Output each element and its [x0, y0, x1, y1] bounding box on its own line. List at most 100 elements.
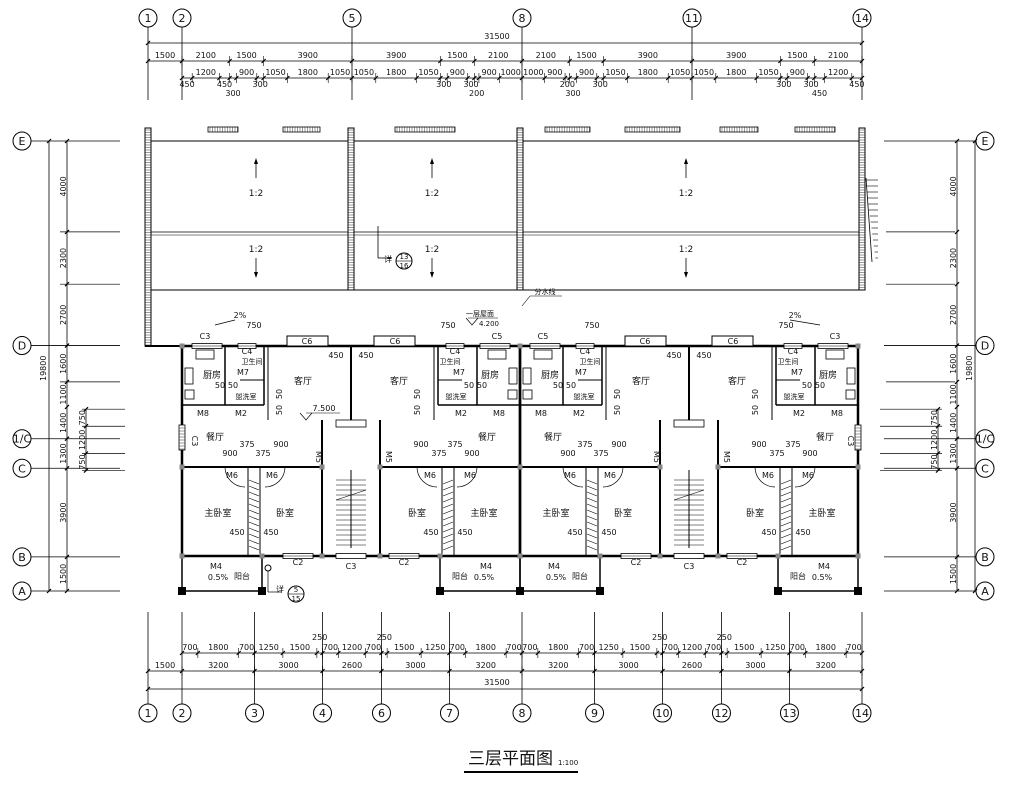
wardrobe-hanger [586, 485, 598, 491]
room-label-bathroom: 卫生间 [440, 357, 461, 366]
room-label-bathroom: 卫生间 [580, 357, 601, 366]
arrow-down-icon [684, 272, 688, 278]
door-label-M7: M7 [453, 368, 465, 377]
dimension-text: 3200 [816, 661, 836, 670]
dimension-50: 50 [464, 381, 474, 390]
roof-vent [394, 126, 456, 133]
wardrobe-hanger [248, 515, 260, 521]
bottom-total-dimension: 31500 [484, 678, 509, 687]
dimension-text: 700 [846, 643, 861, 652]
dimension-text: 1250 [259, 643, 279, 652]
axis-label-top: 2 [179, 12, 186, 25]
door-label-M5: M5 [314, 451, 323, 463]
room-label-bathroom: 卫生间 [778, 357, 799, 366]
axis-label-top-bubble [138, 8, 158, 28]
dimension-text: 450 [849, 80, 864, 89]
structural-column [319, 553, 325, 559]
dimension-text: 2300 [949, 248, 958, 268]
wardrobe-hanger [586, 545, 598, 551]
dimension-50: 50 [802, 381, 812, 390]
dimension-text: 300 [436, 80, 451, 89]
dimension-text: 300 [225, 89, 240, 98]
detail-number: 5 [294, 586, 298, 594]
dimension-tick [954, 229, 960, 235]
axis-label-bottom-bubble [138, 703, 158, 723]
structural-column [855, 464, 861, 470]
dimension-text: 1200 [828, 68, 848, 77]
dimension-900: 900 [464, 449, 479, 458]
axis-label-left-bubble [12, 429, 32, 449]
dimension-50: 50 [553, 381, 563, 390]
window-label-C3: C3 [190, 436, 199, 447]
room-label-washroom: 盥洗室 [784, 392, 805, 401]
wardrobe-hanger [248, 539, 260, 545]
window-label-top: C5 [538, 332, 549, 341]
roof-vent [624, 126, 681, 133]
dimension-text: 200 [560, 80, 575, 89]
dimension-text: 3900 [638, 51, 658, 60]
dimension-450: 450 [795, 528, 810, 537]
roof-slope-label: 1:2 [249, 189, 263, 199]
dimension-text: 1500 [290, 643, 310, 652]
stair-break-line [673, 489, 705, 501]
door-label-M4: M4 [818, 562, 830, 571]
axis-label-bottom: 7 [446, 707, 453, 720]
axis-label-left-bubble [12, 336, 32, 356]
dimension-text: 1250 [425, 643, 445, 652]
axis-label-right: E [982, 135, 989, 148]
axis-label-top: 8 [519, 12, 526, 25]
door-label-M2: M2 [455, 409, 467, 418]
window-label-C4: C4 [450, 347, 461, 356]
roof-slope-label: 1:2 [249, 245, 263, 255]
arrow-up-icon [684, 158, 688, 164]
wardrobe-hanger [586, 491, 598, 497]
dimension-text: 3000 [278, 661, 298, 670]
wardrobe-hanger [248, 545, 260, 551]
dimension-50: 50 [275, 405, 284, 415]
wardrobe-hanger [442, 533, 454, 539]
window-label-C6: C6 [302, 337, 313, 346]
dimension-50: 50 [413, 405, 422, 415]
door-label-M4: M4 [210, 562, 222, 571]
dimension-text: 2600 [682, 661, 702, 670]
door-swing-M6 [456, 466, 478, 488]
room-label-master-bedroom: 主卧室 [542, 507, 569, 519]
window-label-C4: C4 [242, 347, 253, 356]
dimension-text: 1100 [949, 384, 958, 404]
room-label-washroom: 盥洗室 [574, 392, 595, 401]
dimension-900: 900 [413, 440, 428, 449]
wardrobe-hanger [442, 503, 454, 509]
dimension-text: 1300 [949, 443, 958, 463]
door-label-M8: M8 [831, 409, 843, 418]
wardrobe-hanger [780, 503, 792, 509]
axis-label-right-bubble [975, 131, 995, 151]
balcony-slope-label: 0.5% [474, 573, 495, 582]
wardrobe-hanger [586, 539, 598, 545]
axis-label-bottom-bubble [439, 703, 459, 723]
balcony-slope-label: 0.5% [812, 573, 833, 582]
door-swing-M6 [602, 466, 624, 488]
roof-slope-label: 1:2 [425, 189, 439, 199]
side-total-dimension: 19800 [965, 356, 974, 381]
dimension-text: 1800 [208, 643, 228, 652]
gutter-slope-arrow [214, 319, 236, 326]
drawing-title: 三层平面图 1:100 [464, 749, 578, 773]
window-label-C3: C3 [684, 562, 695, 571]
wardrobe-hanger [586, 527, 598, 533]
dimension-text: 450 [812, 89, 827, 98]
dimension-text: 450 [179, 80, 194, 89]
room-label-bedroom: 卧室 [408, 507, 426, 519]
dimension-text: 900 [450, 68, 465, 77]
dimension-tick [954, 281, 960, 287]
axis-label-left-bubble [12, 131, 32, 151]
stair-landing-beam [335, 419, 367, 428]
room-label-kitchen: 厨房 [819, 369, 837, 381]
dimension-text: 2100 [488, 51, 508, 60]
stair-landing-beam [673, 419, 705, 428]
door-label-M8: M8 [197, 409, 209, 418]
axis-label-left-bubble [12, 581, 32, 601]
structural-column [178, 587, 186, 595]
dimension-text: 700 [366, 643, 381, 652]
axis-label-bottom-bubble [245, 703, 265, 723]
